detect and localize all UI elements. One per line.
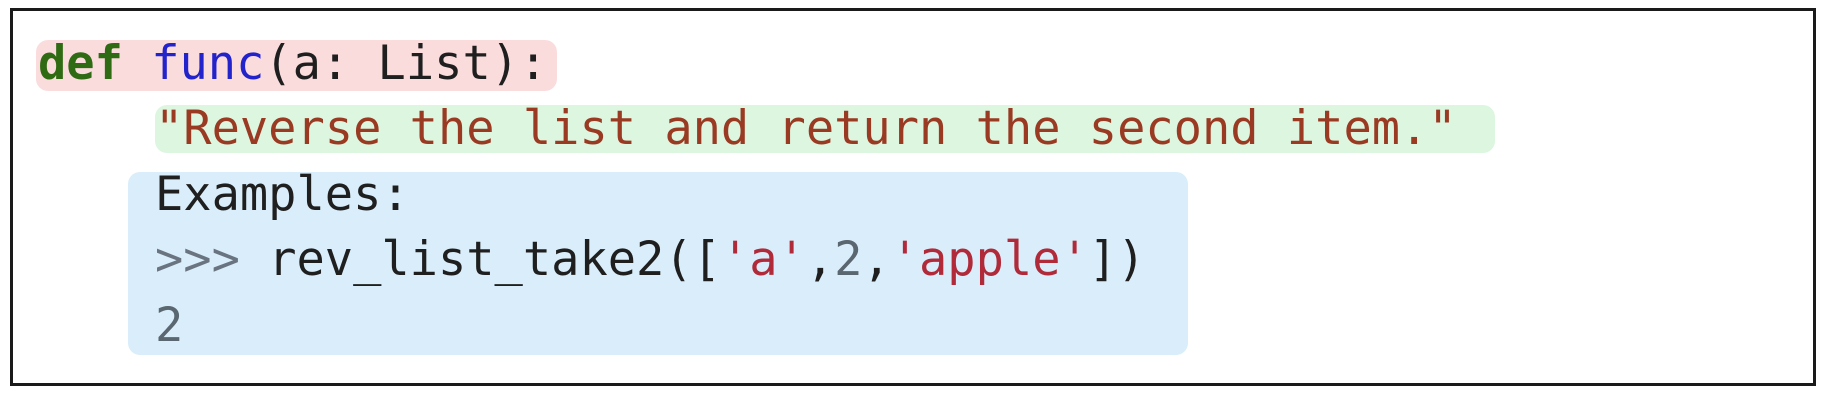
example-arg-2: 2 bbox=[834, 232, 863, 287]
def-keyword: def bbox=[38, 36, 123, 91]
repl-prompt: >>> bbox=[155, 232, 240, 287]
function-name: func bbox=[151, 36, 265, 91]
examples-highlight bbox=[128, 172, 1188, 355]
example-result: 2 bbox=[155, 298, 184, 353]
docstring-highlight bbox=[155, 105, 1495, 153]
examples-header-line: Examples: bbox=[155, 167, 410, 223]
docstring-text: "Reverse the list and return the second … bbox=[155, 101, 1457, 156]
example-comma-2: , bbox=[862, 232, 891, 287]
example-result-line: 2 bbox=[155, 298, 183, 354]
signature-highlight bbox=[36, 40, 557, 91]
example-close-brackets: ]) bbox=[1088, 232, 1146, 287]
docstring-line: "Reverse the list and return the second … bbox=[155, 101, 1457, 157]
function-params: (a: List): bbox=[264, 36, 548, 91]
examples-header: Examples: bbox=[155, 167, 410, 222]
example-arg-apple: 'apple' bbox=[890, 232, 1089, 287]
example-comma-1: , bbox=[805, 232, 835, 287]
example-call-line: >>> rev_list_take2(['a',2,'apple']) bbox=[155, 232, 1145, 288]
example-arg-a: 'a' bbox=[720, 232, 806, 287]
example-call-name: rev_list_take2 bbox=[268, 232, 665, 287]
example-open-brackets: ([ bbox=[664, 232, 721, 287]
function-signature-line: def func(a: List): bbox=[38, 36, 547, 92]
